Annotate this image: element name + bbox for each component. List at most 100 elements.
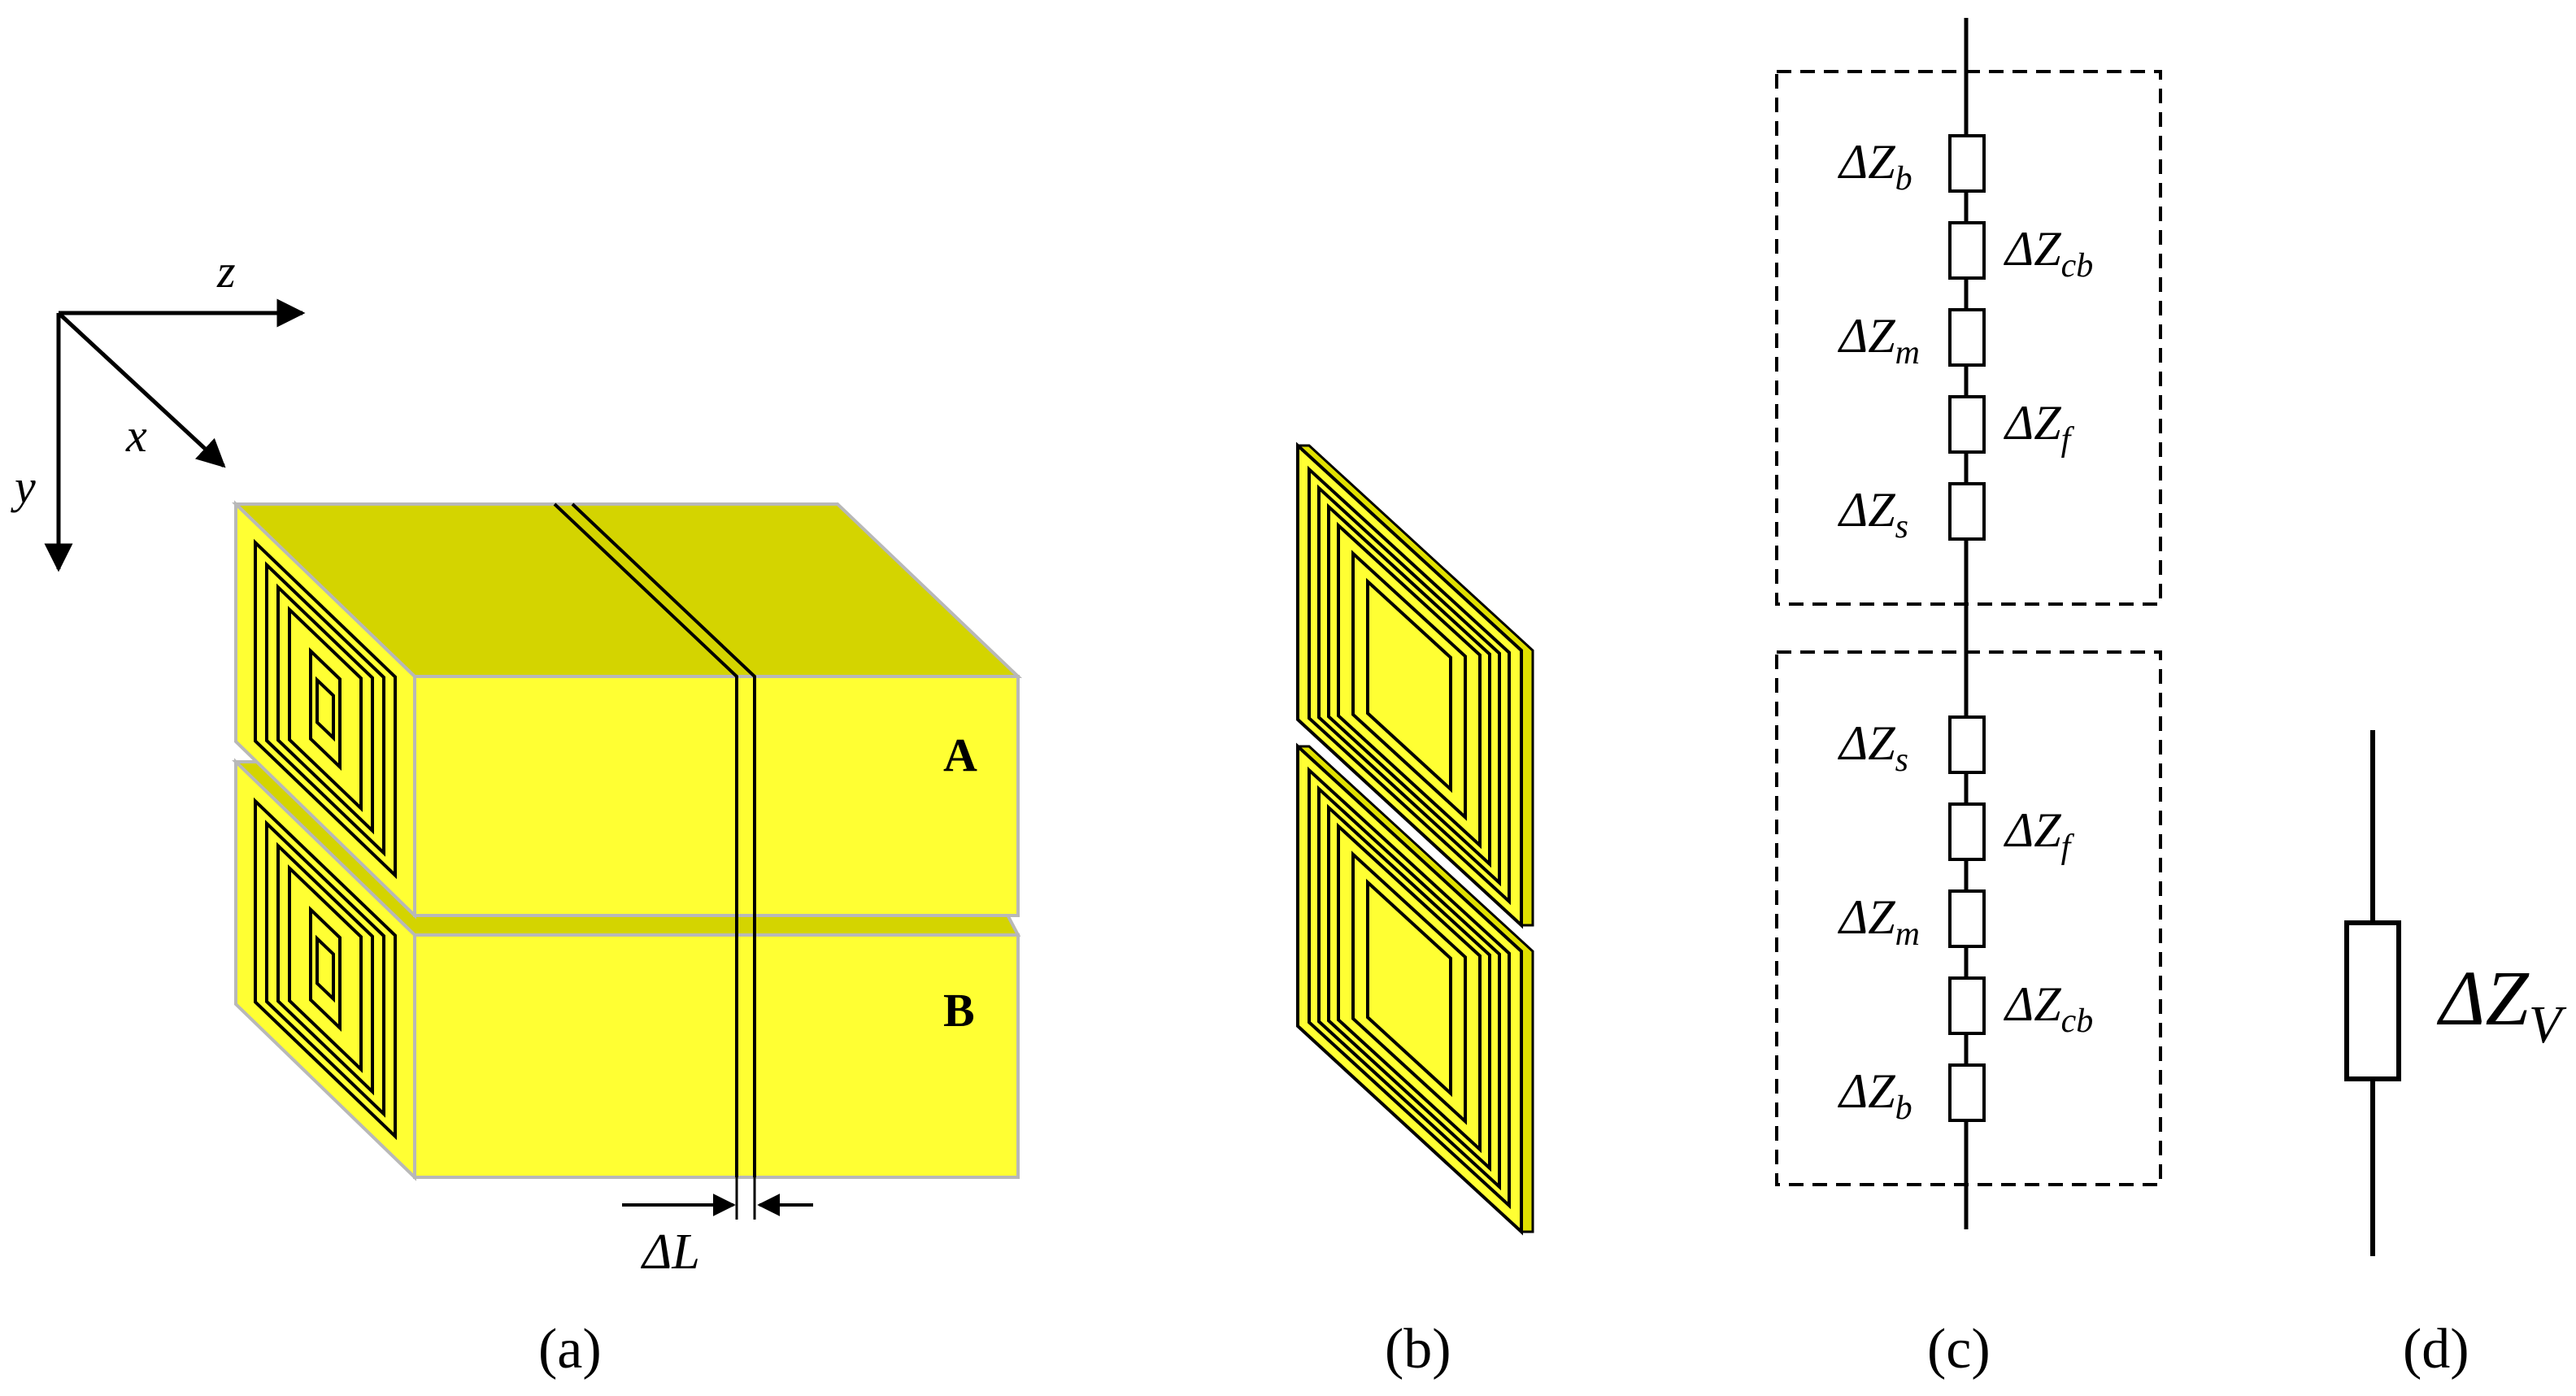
block-b-coil-windings [254, 797, 397, 1141]
caption-b: (b) [1385, 1318, 1451, 1381]
impedance-label-sub: cb [2061, 1002, 2094, 1040]
plate-lower-coil-turn [1366, 878, 1452, 1098]
block-b-coil-turn [288, 864, 363, 1073]
plate-lower-coil-turn [1337, 822, 1482, 1154]
x-axis-label: x [125, 409, 147, 462]
block-b-coil-turn [315, 934, 335, 1003]
lower-group-box [1775, 650, 2162, 1186]
block-b-coil-turn [276, 842, 374, 1096]
impedance-element [1948, 802, 1986, 861]
y-axis-label: y [11, 460, 36, 513]
impedance-label: ΔZb [1838, 135, 1912, 198]
block-b-coil-turn [254, 797, 397, 1141]
impedance-element [1948, 1063, 1986, 1122]
plate-lower-coil-turn [1317, 785, 1501, 1191]
impedance-label: ΔZf [2004, 396, 2075, 459]
block-a-coil-turn [265, 561, 385, 857]
plate-lower [1296, 742, 1534, 1236]
plate-upper-coil-turn [1337, 521, 1482, 850]
plate-upper-coils [1308, 465, 1511, 906]
impedance-label: ΔZcb [2004, 222, 2093, 285]
impedance-element [1948, 482, 1986, 541]
impedance-element [1948, 308, 1986, 367]
impedance-label-sub: f [2061, 828, 2075, 866]
impedance-label-base: ΔZ [1838, 135, 1895, 189]
impedance-element [1948, 889, 1986, 948]
plate-upper-coil-turn [1351, 550, 1467, 821]
block-b-label: B [943, 984, 975, 1037]
impedance-label-sub: m [1895, 915, 1920, 953]
impedance-label-base: ΔZ [1838, 483, 1895, 537]
impedance-label-sub: cb [2061, 247, 2094, 285]
panel-d-equivalent: ΔZV (d) [2344, 730, 2567, 1381]
impedance-element [1948, 134, 1986, 193]
impedance-label: ΔZm [1838, 309, 1920, 372]
block-a-coil-turn [288, 606, 363, 812]
impedance-label: ΔZb [1838, 1064, 1912, 1127]
impedance-label: ΔZcb [2004, 977, 2093, 1040]
block-a-coil-turn [315, 676, 335, 742]
impedance-label-sub: m [1895, 334, 1920, 372]
impedance-label: ΔZs [1838, 716, 1908, 779]
equivalent-impedance-box [2344, 920, 2401, 1081]
impedance-label-sub: b [1895, 1089, 1912, 1127]
coordinate-axes: z x y [11, 245, 306, 572]
plate-lower-coil-turn [1351, 850, 1467, 1125]
delta-l-label: ΔL [640, 1224, 700, 1280]
block-b-coil-turn [265, 820, 385, 1118]
block-b-coil-turn [309, 906, 342, 1032]
impedance-label-base: ΔZ [1838, 716, 1895, 770]
impedance-label-base: ΔZ [1838, 1064, 1895, 1118]
equivalent-label-base: ΔZ [2436, 955, 2530, 1042]
block-a-coil-turn [276, 583, 374, 835]
plate-upper-coil-turn [1366, 577, 1452, 794]
plate-upper-coil-turn [1327, 502, 1491, 868]
plate-upper-coil-turn [1317, 484, 1501, 887]
impedance-element [1948, 221, 1986, 280]
impedance-label-sub: s [1895, 508, 1908, 546]
block-a [232, 500, 1022, 920]
equivalent-label-sub: V [2529, 995, 2567, 1055]
impedance-label-base: ΔZ [1838, 890, 1895, 944]
block-b-front-face [413, 933, 1020, 1179]
x-axis-arrow [57, 311, 226, 468]
impedance-label-base: ΔZ [2004, 396, 2061, 450]
plate-lower-coil-turn [1308, 766, 1511, 1210]
impedance-label-base: ΔZ [2004, 803, 2061, 857]
impedance-element [1948, 715, 1986, 774]
equivalent-impedance-label: ΔZV [2436, 955, 2567, 1055]
plate-upper-coil-turn [1308, 465, 1511, 906]
impedance-label-sub: s [1895, 741, 1908, 779]
upper-group-box [1775, 70, 2162, 606]
impedance-label-base: ΔZ [2004, 977, 2061, 1031]
block-a-label: A [943, 728, 977, 781]
impedance-element [1948, 976, 1986, 1035]
delta-l-dimension [622, 1177, 813, 1220]
block-a-coil-turn [254, 538, 397, 880]
caption-d: (d) [2403, 1318, 2469, 1381]
panel-a-blocks: ΔL A B (a) [232, 500, 1022, 1381]
impedance-label-sub: f [2061, 421, 2075, 459]
impedance-label-base: ΔZ [1838, 309, 1895, 363]
impedance-label: ΔZf [2004, 803, 2075, 866]
block-a-coil-turn [309, 647, 342, 771]
impedance-label-base: ΔZ [2004, 222, 2061, 276]
caption-a: (a) [538, 1318, 602, 1381]
caption-c: (c) [1927, 1318, 1991, 1381]
slice-line-right [571, 502, 756, 1177]
impedance-label: ΔZs [1838, 483, 1908, 546]
plate-lower-coils [1308, 766, 1511, 1210]
plate-lower-coil-turn [1327, 803, 1491, 1172]
slice-line-left [553, 502, 738, 1177]
block-a-front-face [413, 675, 1020, 917]
plate-upper [1296, 441, 1534, 929]
block-a-coil-windings [254, 538, 397, 880]
panel-b-plates: (b) [1296, 441, 1534, 1381]
z-axis-label: z [216, 245, 236, 298]
impedance-label-sub: b [1895, 160, 1912, 198]
impedance-element [1948, 395, 1986, 454]
